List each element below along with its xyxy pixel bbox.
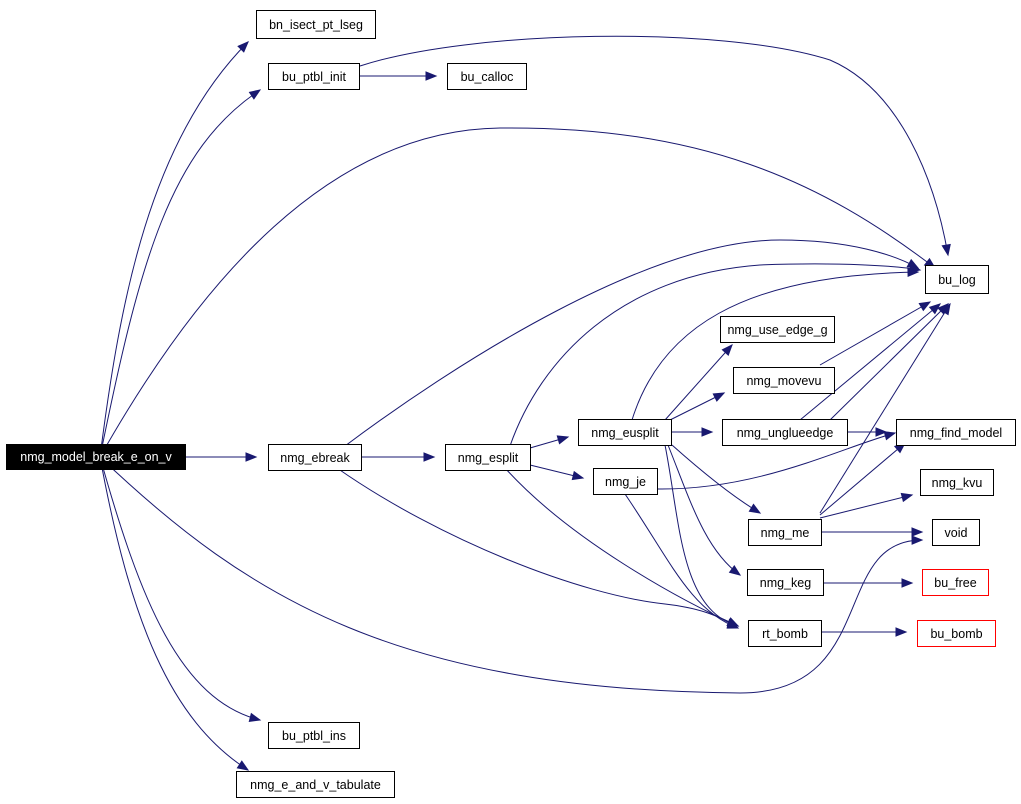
edge-root-bu-ptbl-init-arrowhead bbox=[248, 89, 262, 100]
edge-nmg-eusplit-nmg-use-edge-g bbox=[664, 344, 733, 421]
node-rt-bomb[interactable]: rt_bomb bbox=[748, 620, 822, 647]
edge-nmg-je-nmg-find-model bbox=[657, 432, 896, 490]
edge-nmg-ebreak-rt-bomb bbox=[336, 467, 739, 627]
node-nmg-ebreak[interactable]: nmg_ebreak bbox=[268, 444, 362, 471]
node-bu-calloc[interactable]: bu_calloc bbox=[447, 63, 527, 90]
node-void[interactable]: void bbox=[932, 519, 980, 546]
edge-nmg-me-bu-log bbox=[819, 303, 951, 514]
edge-nmg-eusplit-nmg-keg bbox=[667, 444, 741, 576]
edge-nmg-use-edge-g-bu-log bbox=[819, 301, 931, 366]
edge-rt-bomb-bu-bomb-arrowhead bbox=[895, 627, 908, 637]
edge-nmg-eusplit-nmg-unglueedge-arrowhead bbox=[701, 427, 714, 437]
edge-root-bu-ptbl-ins bbox=[99, 456, 261, 721]
edge-nmg-eusplit-nmg-use-edge-g-arrowhead bbox=[721, 343, 733, 356]
edge-root-nmg-e-and-v-tabulate bbox=[99, 456, 249, 771]
edge-nmg-me-nmg-kvu-arrowhead bbox=[900, 492, 914, 503]
edge-nmg-eusplit-nmg-movevu-arrowhead bbox=[712, 392, 726, 402]
edge-nmg-je-rt-bomb-arrowhead bbox=[726, 619, 740, 629]
edge-nmg-je-nmg-find-model-arrowhead bbox=[883, 431, 897, 441]
edge-nmg-ebreak-nmg-esplit-arrowhead bbox=[423, 452, 436, 462]
edge-nmg-use-edge-g-bu-log-arrowhead bbox=[918, 301, 932, 312]
node-bu-ptbl-init[interactable]: bu_ptbl_init bbox=[268, 63, 360, 90]
edge-root-bu-ptbl-init bbox=[99, 89, 261, 458]
edge-root-nmg-ebreak-arrowhead bbox=[245, 452, 258, 462]
edge-nmg-unglueedge-nmg-find-model-arrowhead bbox=[875, 427, 888, 437]
node-nmg-find-model[interactable]: nmg_find_model bbox=[896, 419, 1016, 446]
edge-nmg-eusplit-nmg-me-arrowhead bbox=[748, 503, 762, 514]
node-nmg-je[interactable]: nmg_je bbox=[593, 468, 658, 495]
edge-nmg-eusplit-rt-bomb bbox=[664, 444, 739, 627]
node-nmg-eusplit[interactable]: nmg_eusplit bbox=[578, 419, 672, 446]
edge-root-void-arrowhead bbox=[911, 535, 924, 545]
node-bn-isect-pt-lseg[interactable]: bn_isect_pt_lseg bbox=[256, 10, 376, 39]
node-nmg-keg[interactable]: nmg_keg bbox=[747, 569, 824, 596]
edge-nmg-eusplit-bu-log-arrowhead bbox=[907, 267, 920, 277]
edge-nmg-esplit-nmg-je-arrowhead bbox=[571, 470, 585, 481]
edge-root-bn-isect-pt-lseg bbox=[99, 41, 249, 458]
edge-nmg-unglueedge-bu-log bbox=[829, 303, 949, 421]
node-bu-log[interactable]: bu_log bbox=[925, 265, 989, 294]
node-nmg-unglueedge[interactable]: nmg_unglueedge bbox=[722, 419, 848, 446]
node-nmg-use-edge-g[interactable]: nmg_use_edge_g bbox=[720, 316, 835, 343]
edge-bu-ptbl-init-bu-log-arrowhead bbox=[941, 243, 951, 257]
edge-nmg-me-nmg-kvu bbox=[819, 494, 913, 519]
edge-nmg-esplit-bu-log bbox=[509, 263, 921, 447]
edge-nmg-me-nmg-find-model bbox=[819, 442, 906, 516]
node-nmg-me[interactable]: nmg_me bbox=[748, 519, 822, 546]
edge-nmg-movevu-bu-log bbox=[799, 303, 941, 421]
edge-nmg-me-void-arrowhead bbox=[911, 527, 924, 537]
edge-root-void bbox=[99, 456, 923, 694]
node-nmg-model-break-e-on-v: nmg_model_break_e_on_v bbox=[6, 444, 186, 470]
edge-nmg-eusplit-bu-log bbox=[631, 271, 919, 421]
edge-bu-ptbl-init-bu-calloc-arrowhead bbox=[425, 71, 438, 81]
edge-nmg-esplit-nmg-eusplit-arrowhead bbox=[556, 435, 570, 445]
node-bu-ptbl-ins[interactable]: bu_ptbl_ins bbox=[268, 722, 360, 749]
node-nmg-esplit[interactable]: nmg_esplit bbox=[445, 444, 531, 471]
edge-bu-ptbl-init-bu-log bbox=[359, 35, 949, 256]
node-bu-bomb[interactable]: bu_bomb bbox=[917, 620, 996, 647]
edge-root-bn-isect-pt-lseg-arrowhead bbox=[237, 41, 249, 53]
edge-nmg-ebreak-bu-log bbox=[344, 239, 919, 447]
edge-root-nmg-e-and-v-tabulate-arrowhead bbox=[236, 760, 250, 771]
edge-nmg-movevu-bu-log-arrowhead bbox=[928, 303, 942, 315]
node-nmg-e-and-v-tabulate[interactable]: nmg_e_and_v_tabulate bbox=[236, 771, 395, 798]
edge-nmg-me-bu-log-arrowhead bbox=[940, 302, 951, 316]
edge-nmg-eusplit-nmg-me bbox=[671, 444, 761, 514]
node-nmg-kvu[interactable]: nmg_kvu bbox=[920, 469, 994, 496]
edge-root-bu-log bbox=[99, 127, 936, 458]
edge-nmg-eusplit-nmg-keg-arrowhead bbox=[728, 565, 742, 576]
edge-nmg-je-rt-bomb bbox=[624, 493, 739, 629]
edge-root-bu-ptbl-ins-arrowhead bbox=[248, 712, 262, 722]
edge-nmg-keg-bu-free-arrowhead bbox=[901, 578, 914, 588]
node-bu-free[interactable]: bu_free bbox=[922, 569, 989, 596]
node-nmg-movevu[interactable]: nmg_movevu bbox=[733, 367, 835, 394]
